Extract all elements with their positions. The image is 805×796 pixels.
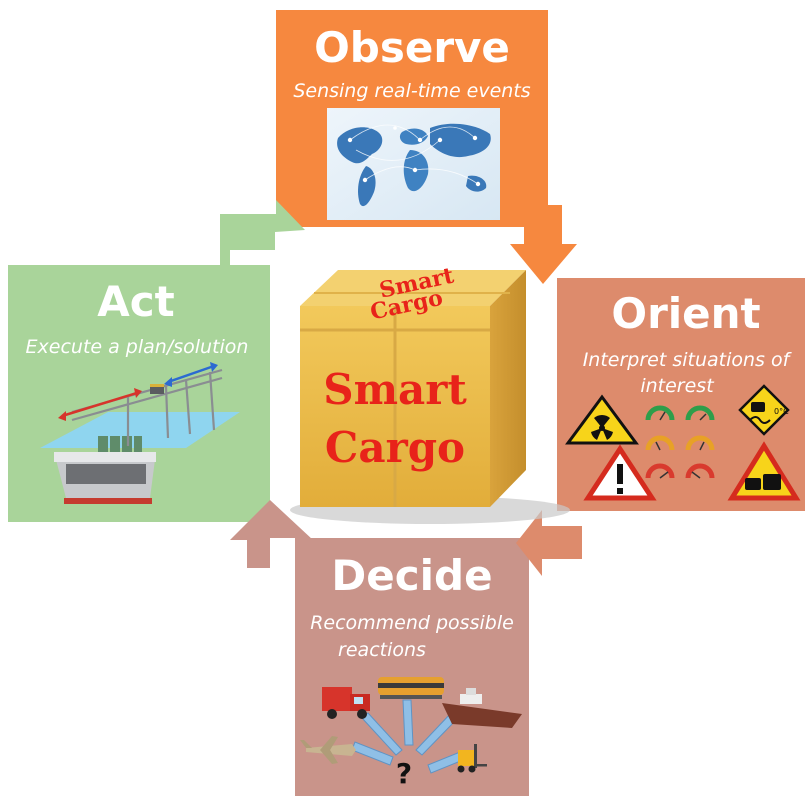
svg-text:0°C: 0°C [774,407,789,416]
arrow-orient-to-decide [516,510,582,576]
traffic-jam-sign-icon [727,441,801,501]
orient-subtitle-line2: interest [640,375,715,397]
train-icon [378,677,444,699]
observe-stage: Observe Sensing real-time events [276,10,548,227]
airplane-icon [300,736,356,764]
observe-subtitle: Sensing real-time events [293,80,530,102]
gauge-icons [645,405,715,479]
slippery-road-sign-icon: 0°C [738,384,790,436]
ship-icon [442,688,522,728]
forklift-icon [457,744,487,773]
decide-subtitle-line1: Recommend possible [310,612,514,634]
orient-stage: Orient Interpret situations of interest [557,278,805,511]
cargo-box-side [490,270,526,507]
orient-title: Orient [611,289,760,338]
cargo-front-line2: Cargo [325,423,465,472]
cargo-box-top [300,270,526,306]
arrow-observe-to-orient [510,205,577,284]
decide-stage: Decide Recommend possible reactions ? [295,538,529,796]
world-map-image [327,108,500,220]
act-title: Act [97,277,174,326]
warning-sign-icon [583,444,657,501]
orient-subtitle-line1: Interpret situations of [583,349,793,371]
arrow-act-to-observe [220,200,305,265]
act-subtitle: Execute a plan/solution [26,336,249,358]
observe-title: Observe [314,23,510,72]
act-stage: Act Execute a plan/solution [8,265,270,522]
radiation-warning-icon [565,394,639,445]
decide-subtitle-line2: reactions [338,639,426,661]
option-arrows [351,699,464,774]
port-crane-image [40,362,240,504]
decide-title: Decide [331,551,492,600]
question-mark: ? [396,757,412,790]
truck-icon [322,687,370,719]
smart-cargo-box: Smart Cargo Smart Cargo [290,262,570,524]
arrow-decide-to-act [230,500,313,568]
cargo-front-line1: Smart [323,365,467,414]
